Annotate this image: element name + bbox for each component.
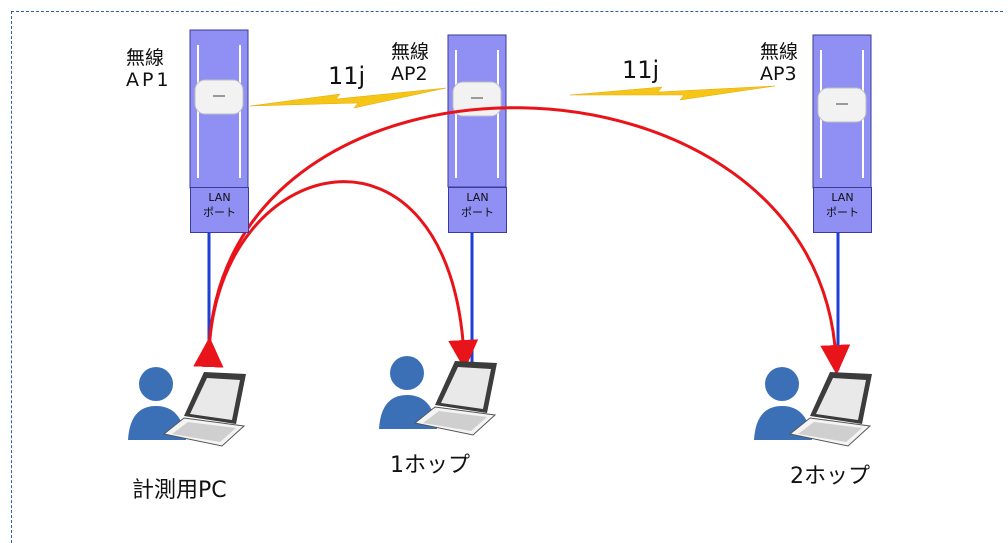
arrow-pc-to-2hop: [193, 106, 851, 375]
ap2-label-line2: AP2: [391, 62, 428, 85]
ap3-label-line2: AP3: [760, 62, 797, 85]
ap3-label: 無線 AP3: [760, 41, 799, 86]
ap2-label-line1: 無線: [391, 41, 430, 63]
pc-label-1hop: 1ホップ: [390, 453, 470, 478]
lan-port-label: LAN: [831, 191, 854, 204]
ap1-label-line1: 無線: [126, 47, 165, 69]
wireless-link-ap1-ap2: [249, 87, 447, 109]
lan-port-label: LAN: [466, 191, 489, 204]
access-point-ap3: [812, 34, 872, 189]
lan-port-label: ポート: [826, 205, 859, 219]
pc-label-measurement: 計測用PC: [132, 478, 227, 503]
user-laptop-icon: [379, 356, 497, 436]
ap1-label: 無線 AP1: [126, 47, 172, 92]
lan-port-label: LAN: [208, 191, 231, 204]
ap1-label-line2: AP1: [126, 68, 172, 91]
diagram-frame: [11, 11, 1003, 543]
pc-label-2hop: 2ホップ: [790, 464, 870, 489]
link-label-ap1-ap2: 11j: [328, 62, 366, 90]
lan-port-label: ポート: [461, 205, 494, 219]
user-laptop-icon: [754, 367, 872, 447]
wireless-link-ap2-ap3: [569, 85, 776, 101]
lan-port-label: ポート: [203, 205, 236, 219]
access-point-ap1: [189, 29, 249, 189]
link-label-ap2-ap3: 11j: [622, 56, 660, 84]
ap2-label: 無線 AP2: [391, 41, 430, 86]
lan-port-ap2: LAN ポート: [448, 187, 507, 233]
user-laptop-icon: [128, 367, 246, 447]
lan-port-ap3: LAN ポート: [813, 187, 872, 233]
arrow-pc-to-1hop: [193, 180, 479, 370]
lan-port-ap1: LAN ポート: [190, 187, 249, 233]
wireless-access-point-icon: [194, 45, 244, 178]
wireless-access-point-icon: [817, 50, 867, 178]
ap3-label-line1: 無線: [760, 41, 799, 63]
